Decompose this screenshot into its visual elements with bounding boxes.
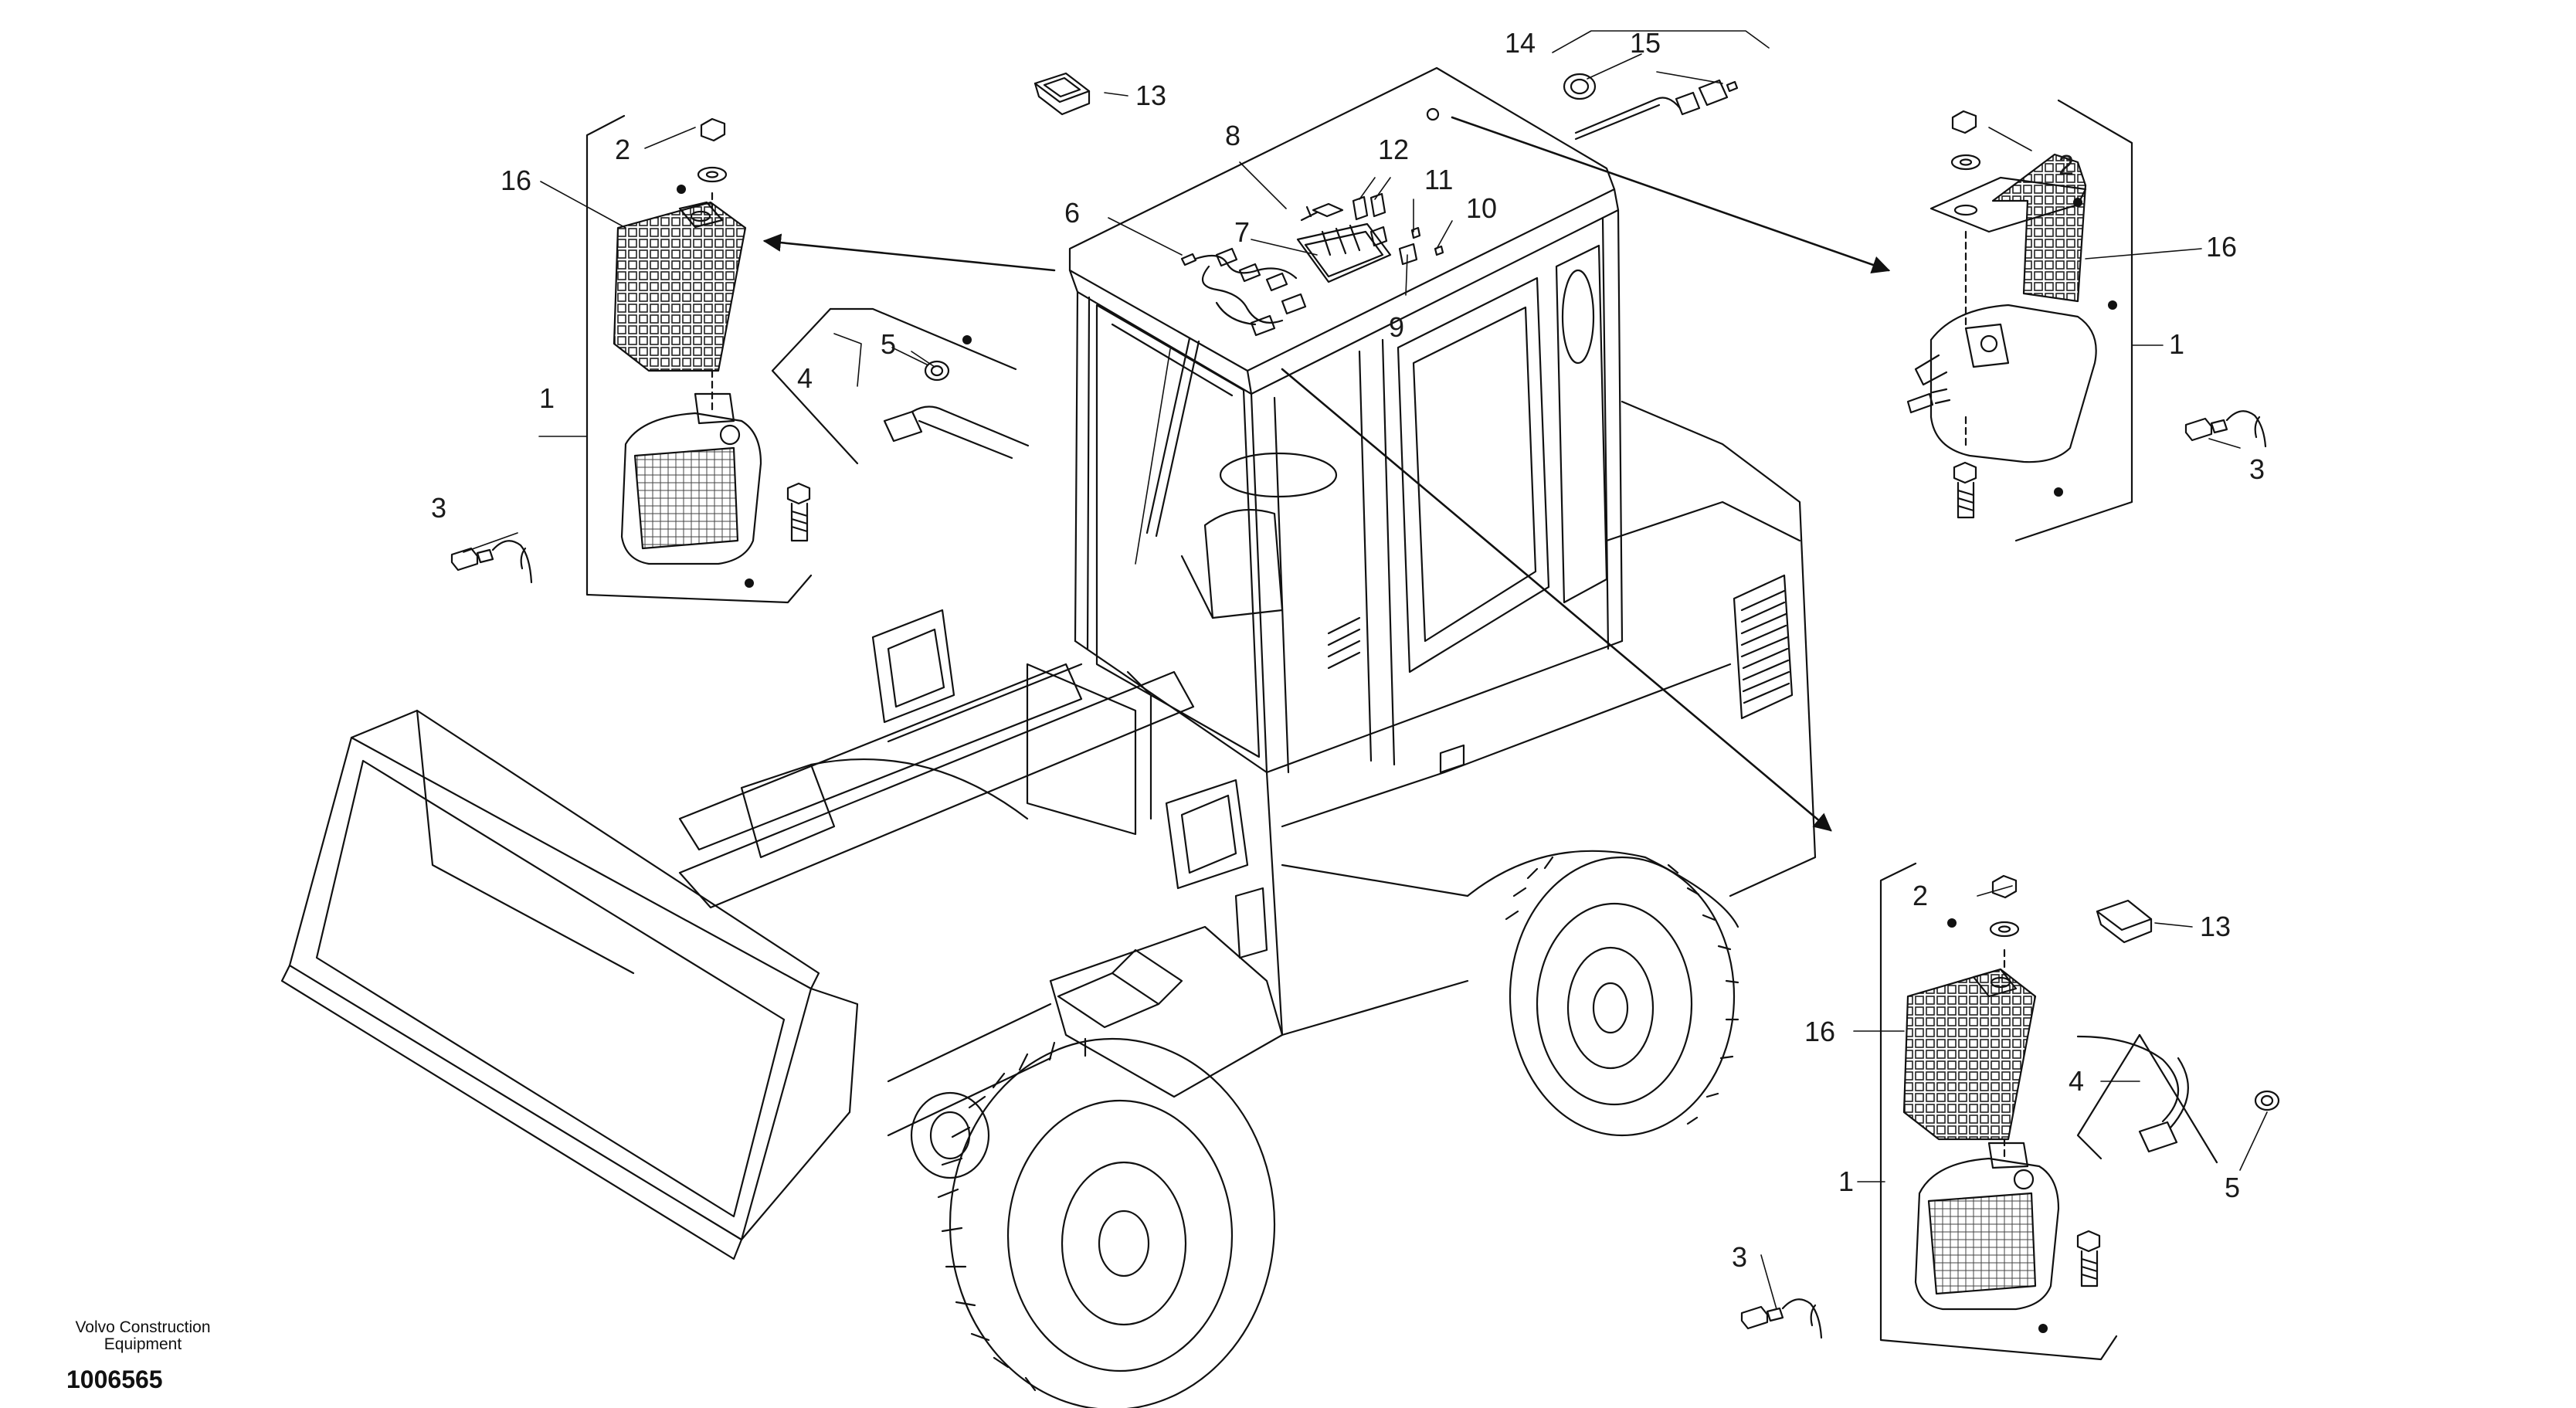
callout-6: 6 — [1064, 197, 1080, 229]
callout-4-left: 4 — [797, 362, 813, 394]
callout-1-right-top: 1 — [2169, 328, 2184, 360]
right-top-work-lamp-assembly — [1906, 99, 2267, 542]
cable-part-14-15 — [1563, 73, 1739, 141]
callout-16-right-top: 16 — [2206, 231, 2237, 263]
callout-5-right-bottom: 5 — [2225, 1172, 2240, 1203]
right-switch-part-4-5 — [2076, 899, 2280, 1164]
location-arrows[interactable] — [762, 116, 1891, 832]
brand-line-1: Volvo Construction — [75, 1318, 211, 1336]
reference-dots — [677, 185, 2117, 1333]
callout-16-left: 16 — [501, 165, 531, 196]
callout-12: 12 — [1378, 134, 1409, 165]
brand-line-2: Equipment — [104, 1335, 182, 1353]
arrow-to-right-top-lamp — [1451, 116, 1891, 274]
document-number: 1006565 — [66, 1366, 163, 1393]
callout-3-left: 3 — [431, 492, 446, 524]
arrow-to-right-bottom-lamp — [1281, 368, 1832, 832]
callout-9: 9 — [1389, 311, 1404, 343]
callout-11: 11 — [1424, 164, 1453, 195]
callout-15: 15 — [1630, 27, 1661, 59]
callout-2-right-bottom: 2 — [1912, 880, 1928, 911]
callout-4-right-bottom: 4 — [2069, 1065, 2084, 1097]
callout-8: 8 — [1225, 120, 1240, 151]
left-work-lamp-assembly — [450, 114, 813, 604]
right-bottom-work-lamp-assembly — [1740, 862, 2118, 1361]
callout-14: 14 — [1505, 27, 1536, 59]
callout-3-right-bottom: 3 — [1732, 1241, 1747, 1273]
callout-3-right-top: 3 — [2249, 453, 2265, 485]
arrow-to-left-lamp — [762, 233, 1056, 272]
wheel-loader-illustration — [280, 66, 1817, 1408]
callout-5-left: 5 — [881, 328, 896, 360]
callout-2-left: 2 — [615, 134, 630, 165]
callout-2-right-top: 2 — [2058, 149, 2074, 181]
callout-13-right-bottom: 13 — [2200, 911, 2231, 942]
clip-part-13-top — [1033, 72, 1091, 116]
leader-lines — [463, 30, 2268, 1310]
callout-13-top: 13 — [1135, 80, 1166, 111]
roof-wiring-parts — [1180, 107, 1444, 337]
callout-1-left: 1 — [539, 382, 555, 414]
callout-1-right-bottom: 1 — [1838, 1165, 1854, 1197]
left-switch-part-4-5 — [771, 307, 1030, 465]
callout-7: 7 — [1234, 216, 1250, 248]
callouts: 13 14 15 8 12 11 10 6 7 9 2 16 1 3 4 5 2… — [431, 27, 2265, 1273]
brand-label: Volvo Construction Equipment — [46, 1319, 239, 1353]
callout-10: 10 — [1466, 192, 1497, 224]
callout-16-right-bottom: 16 — [1804, 1016, 1835, 1047]
